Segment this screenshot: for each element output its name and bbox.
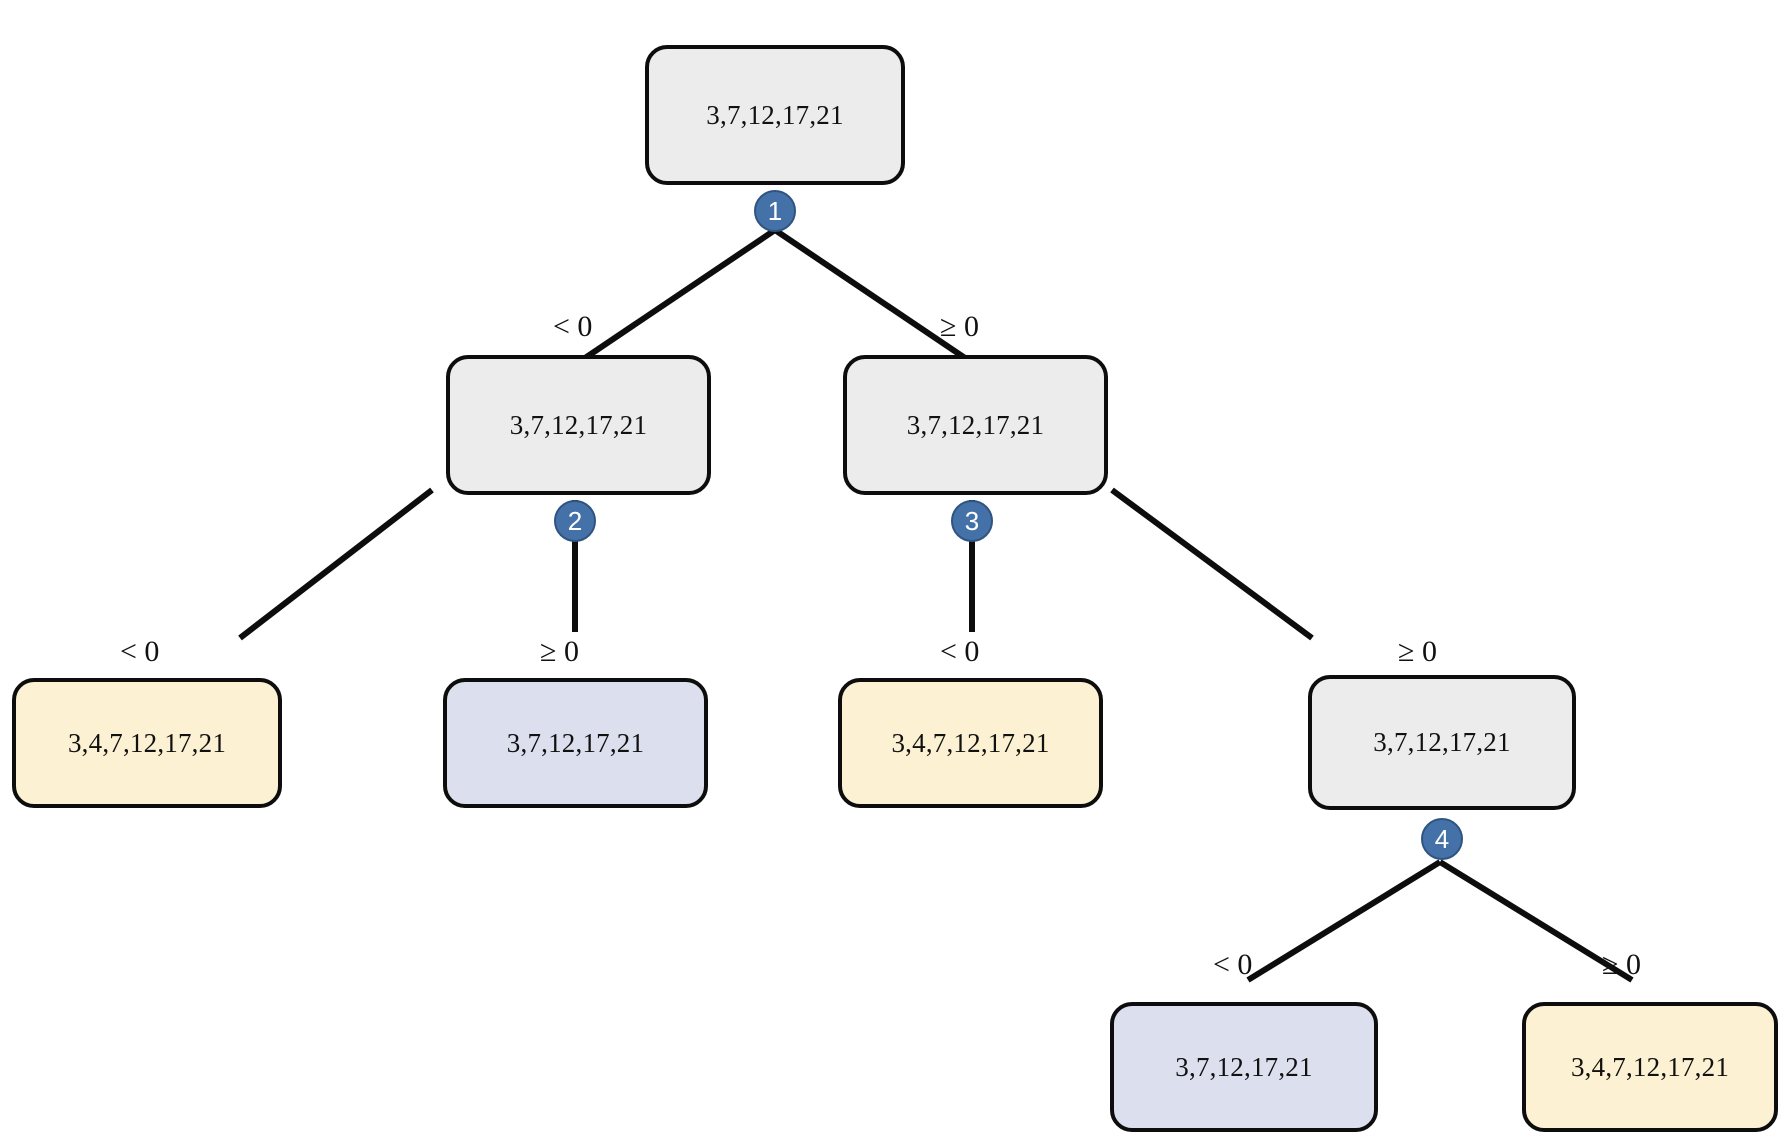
- tree-node-label: 3,7,12,17,21: [706, 99, 844, 130]
- tree-node-l2-leaf-3[interactable]: 3,4,7,12,17,21: [838, 678, 1103, 808]
- edge-label-root-right: ≥ 0: [940, 310, 979, 344]
- tree-node-label: 3,4,7,12,17,21: [891, 727, 1050, 758]
- tree-node-l2-leaf-1[interactable]: 3,4,7,12,17,21: [12, 678, 282, 808]
- tree-node-label: 3,4,7,12,17,21: [67, 727, 227, 758]
- edge-label-text: ≥ 0: [1602, 948, 1641, 981]
- tree-node-label: 3,4,7,12,17,21: [1570, 1051, 1730, 1082]
- split-badge-label: 3: [964, 505, 980, 536]
- split-badge-2[interactable]: 2: [554, 500, 596, 542]
- split-badge-3[interactable]: 3: [951, 500, 993, 542]
- edge-label-n2-right: ≥ 0: [540, 635, 579, 669]
- tree-node-label: 3,7,12,17,21: [506, 727, 645, 758]
- edge-label-text: < 0: [1213, 948, 1253, 981]
- tree-node-label: 3,7,12,17,21: [906, 409, 1045, 440]
- edge-label-n2-left: < 0: [120, 635, 159, 669]
- tree-node-l1-right[interactable]: 3,7,12,17,21: [843, 355, 1108, 495]
- tree-node-l1-left[interactable]: 3,7,12,17,21: [446, 355, 711, 495]
- split-badge-4[interactable]: 4: [1421, 818, 1463, 860]
- edge-label-n3-left: < 0: [940, 635, 979, 669]
- edge-label-n7-right: ≥ 0: [1602, 948, 1641, 982]
- tree-node-label: 3,7,12,17,21: [1175, 1051, 1313, 1082]
- tree-node-label: 3,7,12,17,21: [1373, 727, 1511, 758]
- split-badge-label: 4: [1434, 823, 1450, 854]
- tree-node-root[interactable]: 3,7,12,17,21: [645, 45, 905, 185]
- split-badge-label: 1: [767, 195, 783, 226]
- split-badge-label: 2: [567, 505, 583, 536]
- tree-node-l2-leaf-2[interactable]: 3,7,12,17,21: [443, 678, 708, 808]
- edge-label-text: ≥ 0: [940, 310, 979, 343]
- edge-label-text: < 0: [940, 635, 980, 668]
- edge-label-text: ≥ 0: [1398, 635, 1437, 668]
- edge-label-n7-left: < 0: [1213, 948, 1252, 982]
- split-badge-1[interactable]: 1: [754, 190, 796, 232]
- tree-node-l2-internal[interactable]: 3,7,12,17,21: [1308, 675, 1576, 810]
- edge-label-root-left: < 0: [553, 310, 592, 344]
- edge-label-text: < 0: [553, 310, 593, 343]
- tree-node-label: 3,7,12,17,21: [509, 409, 648, 440]
- edge-label-n3-right: ≥ 0: [1398, 635, 1437, 669]
- edge-label-text: < 0: [120, 635, 160, 668]
- edge-label-text: ≥ 0: [540, 635, 579, 668]
- tree-node-l3-leaf-2[interactable]: 3,4,7,12,17,21: [1522, 1002, 1778, 1132]
- tree-node-l3-leaf-1[interactable]: 3,7,12,17,21: [1110, 1002, 1378, 1132]
